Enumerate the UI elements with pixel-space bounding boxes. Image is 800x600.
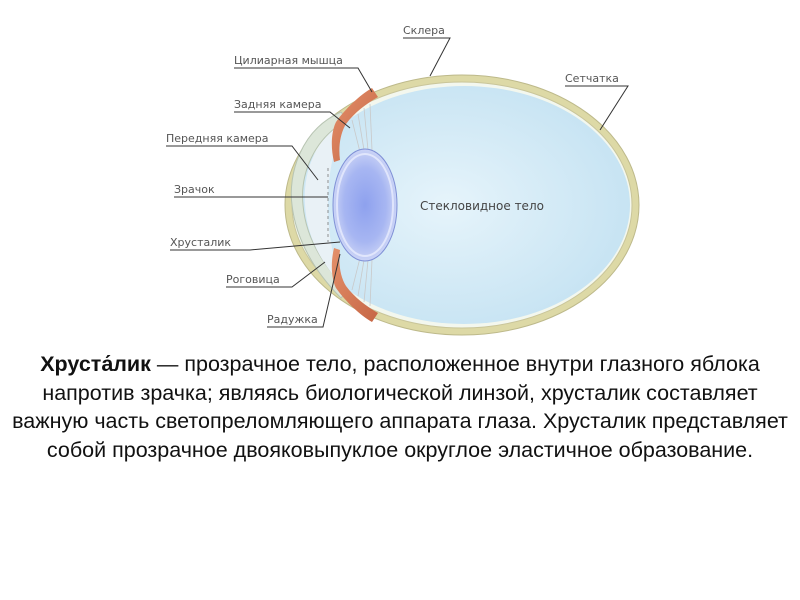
label-lens: Хрусталик — [170, 236, 231, 249]
label-sclera: Склера — [403, 24, 445, 37]
lens — [333, 149, 397, 261]
label-vitreous-body: Стекловидное тело — [420, 199, 544, 213]
label-cornea: Роговица — [226, 273, 280, 286]
label-iris: Радужка — [267, 313, 318, 326]
label-ciliary-muscle: Цилиарная мышца — [234, 54, 343, 67]
label-retina: Сетчатка — [565, 72, 619, 85]
label-anterior-chamber: Передняя камера — [166, 132, 269, 145]
caption-term: Хруста́лик — [40, 352, 151, 376]
label-posterior-chamber: Задняя камера — [234, 98, 322, 111]
label-pupil: Зрачок — [174, 183, 215, 196]
caption-paragraph: Хруста́лик — прозрачное тело, расположен… — [10, 350, 790, 464]
leader-sclera — [403, 38, 450, 76]
leader-ciliary-muscle — [234, 68, 372, 92]
eye-diagram: Склера Цилиарная мышца Сетчатка Задняя к… — [0, 0, 800, 340]
